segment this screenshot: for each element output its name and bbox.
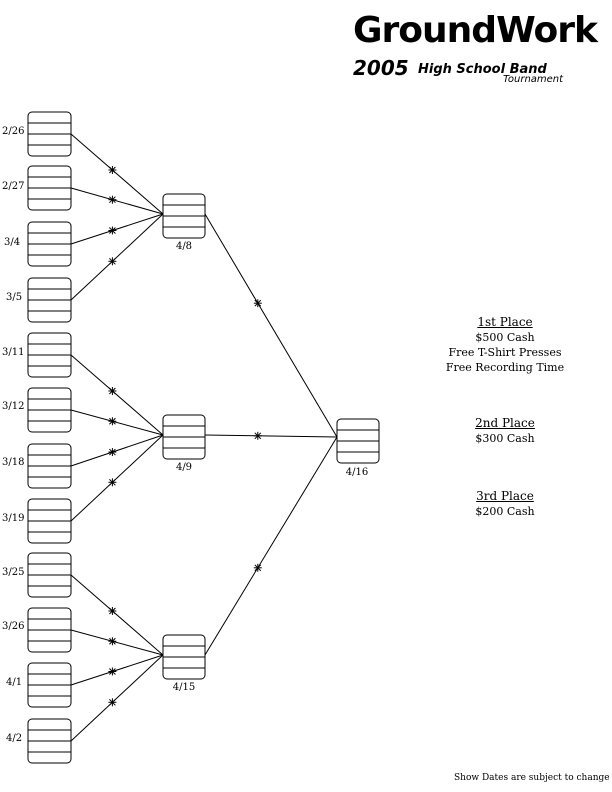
footer-note: Show Dates are subject to change: [454, 773, 610, 783]
round1-date: 3/12: [2, 401, 25, 412]
prize-line: $500 Cash: [475, 331, 535, 344]
connector-marker: [108, 667, 117, 676]
round2-date: 4/15: [172, 682, 196, 693]
prize-second: 2nd Place $300 Cash: [430, 416, 580, 446]
prize-title: 1st Place: [477, 315, 533, 329]
prize-title: 2nd Place: [475, 416, 535, 430]
bracket-line: [70, 654, 164, 742]
round2-date: 4/9: [175, 462, 193, 473]
round1-date: 4/2: [6, 733, 23, 744]
bracket-line: [70, 629, 164, 656]
round1-date: 2/27: [2, 181, 25, 192]
round1-date: 3/5: [6, 292, 23, 303]
logo-subtitle: High School Band: [418, 62, 547, 77]
bracket-line: [70, 409, 164, 436]
round1-date: 3/25: [2, 567, 25, 578]
prize-line: Free T-Shirt Presses: [448, 346, 562, 359]
round2-slot-box: [162, 634, 206, 680]
prize-line: $200 Cash: [475, 505, 535, 518]
logo-year: 2005: [353, 56, 409, 80]
connector-marker: [108, 637, 117, 646]
bracket-line: [204, 436, 338, 656]
connector-marker: [108, 698, 117, 707]
round1-slot-box: [27, 165, 72, 211]
round1-slot-box: [27, 607, 72, 653]
round1-date: 4/1: [6, 677, 23, 688]
round1-slot-box: [27, 552, 72, 598]
round1-date: 3/19: [2, 513, 25, 524]
prize-first: 1st Place $500 Cash Free T-Shirt Presses…: [430, 315, 580, 375]
round1-slot-box: [27, 387, 72, 433]
prize-third: 3rd Place $200 Cash: [430, 489, 580, 519]
final-date: 4/16: [345, 467, 369, 478]
connector-marker: [253, 431, 262, 440]
round1-slot-box: [27, 662, 72, 708]
round2-slot-box: [162, 414, 206, 460]
logo-subtitle-tournament: Tournament: [503, 74, 564, 85]
connector-marker: [108, 387, 117, 395]
bracket-line: [70, 213, 164, 245]
round1-slot-box: [27, 332, 72, 378]
connector-marker: [108, 166, 117, 174]
bracket-line: [70, 574, 164, 656]
round1-slot-box: [27, 718, 72, 764]
final-slot-box: [336, 418, 380, 464]
bracket-line: [204, 213, 338, 438]
connector-marker: [108, 417, 117, 426]
bracket-line: [70, 354, 164, 436]
bracket-line: [70, 434, 164, 522]
bracket-line: [70, 213, 164, 301]
round2-date: 4/8: [175, 241, 193, 252]
round1-date: 3/4: [4, 237, 21, 248]
round2-slot-box: [162, 193, 206, 239]
round1-slot-box: [27, 443, 72, 489]
connector-marker: [108, 478, 117, 487]
bracket-line: [70, 187, 164, 215]
prize-line: Free Recording Time: [445, 361, 565, 374]
round1-date: 3/11: [2, 347, 25, 358]
logo-title: GroundWork: [353, 10, 598, 51]
connector-marker: [108, 226, 117, 235]
round1-slot-box: [27, 498, 72, 544]
round1-slot-box: [27, 277, 72, 323]
round1-date: 3/26: [2, 621, 25, 632]
round1-date: 2/26: [2, 126, 25, 137]
prize-line: $300 Cash: [475, 432, 535, 445]
round1-date: 3/18: [2, 457, 25, 468]
connector-marker: [253, 563, 262, 572]
bracket-line: [70, 133, 164, 215]
bracket-line: [70, 654, 164, 686]
round1-slot-box: [27, 221, 72, 267]
round1-slot-box: [27, 111, 72, 157]
connector-marker: [108, 195, 117, 204]
connector-marker: [253, 299, 262, 308]
prize-title: 3rd Place: [476, 489, 534, 503]
bracket-line: [204, 434, 338, 438]
connector-marker: [108, 257, 117, 266]
bracket-line: [70, 434, 164, 467]
connector-marker: [108, 448, 117, 457]
connector-marker: [108, 607, 117, 615]
